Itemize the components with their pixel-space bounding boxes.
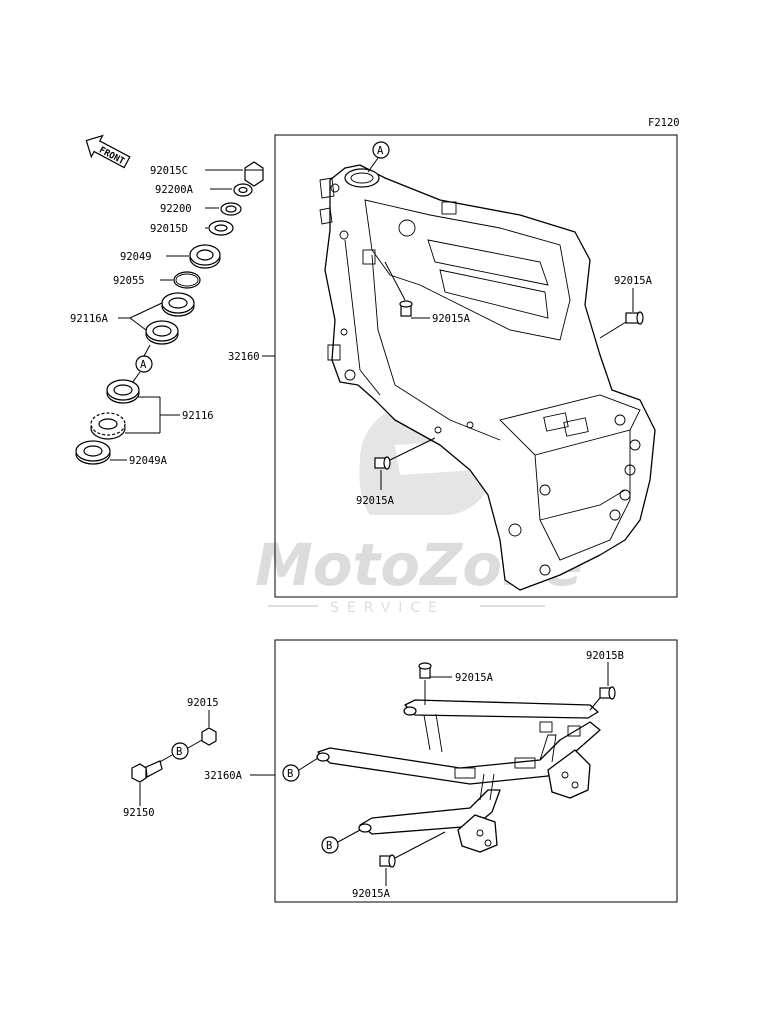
label-92015d: 92015D	[150, 223, 188, 235]
label-92015b: 92015B	[586, 650, 624, 662]
bolt-92015b	[589, 662, 616, 711]
label-92015a-frame: 92015A	[432, 313, 471, 325]
nut-92015c	[244, 161, 264, 187]
nut-92015d	[208, 220, 234, 236]
washer-92200a	[233, 183, 253, 197]
bolt-92150	[131, 760, 163, 806]
label-92049a: 92049A	[129, 455, 168, 467]
ref-marker-a-frame: A	[377, 145, 384, 157]
race-92116a-lower	[145, 320, 179, 345]
seal-92049a	[75, 440, 111, 465]
bolt-92015a-bottom	[379, 831, 446, 886]
ref-marker-a-parts: A	[140, 359, 147, 371]
watermark-sub: SERVICE	[330, 600, 445, 616]
figure-code: F2120	[648, 117, 680, 129]
race-92116-upper	[106, 379, 140, 404]
bolt-92015a-top	[418, 662, 452, 705]
bolt-92015a-side	[599, 288, 644, 339]
label-92015a-lower: 92015A	[356, 495, 395, 507]
label-32160a: 32160A	[204, 770, 243, 782]
oring-92055	[173, 271, 201, 289]
main-frame-panel	[274, 134, 678, 598]
label-92015c: 92015C	[150, 165, 188, 177]
label-92015a-top: 92015A	[455, 672, 494, 684]
label-92200: 92200	[160, 203, 192, 215]
race-92116a-upper	[161, 292, 195, 317]
label-92015a-side: 92015A	[614, 275, 653, 287]
label-32160: 32160	[228, 351, 260, 363]
ref-marker-b-subframe-upper: B	[287, 768, 293, 780]
washer-92200	[220, 202, 242, 216]
bearing-92116	[90, 412, 126, 440]
ref-marker-b-subframe-lower: B	[326, 840, 332, 852]
label-92015: 92015	[187, 697, 219, 709]
seal-92049	[189, 244, 221, 269]
ref-marker-b-bolt: B	[176, 746, 182, 758]
label-92015a-bottom: 92015A	[352, 888, 391, 900]
label-92116: 92116	[182, 410, 214, 422]
main-frame-drawing	[319, 164, 656, 591]
label-92055: 92055	[113, 275, 145, 287]
nut-92015	[201, 710, 217, 746]
bolt-92015a-lower	[374, 437, 436, 490]
label-92049: 92049	[120, 251, 152, 263]
label-92116a: 92116A	[70, 313, 109, 325]
subframe-drawing	[316, 699, 601, 853]
front-arrow-icon: FRONT	[85, 134, 131, 169]
bolt-92015a-frame	[399, 300, 430, 319]
subframe-panel	[274, 639, 678, 903]
label-92200a: 92200A	[155, 184, 194, 196]
label-92150: 92150	[123, 807, 155, 819]
